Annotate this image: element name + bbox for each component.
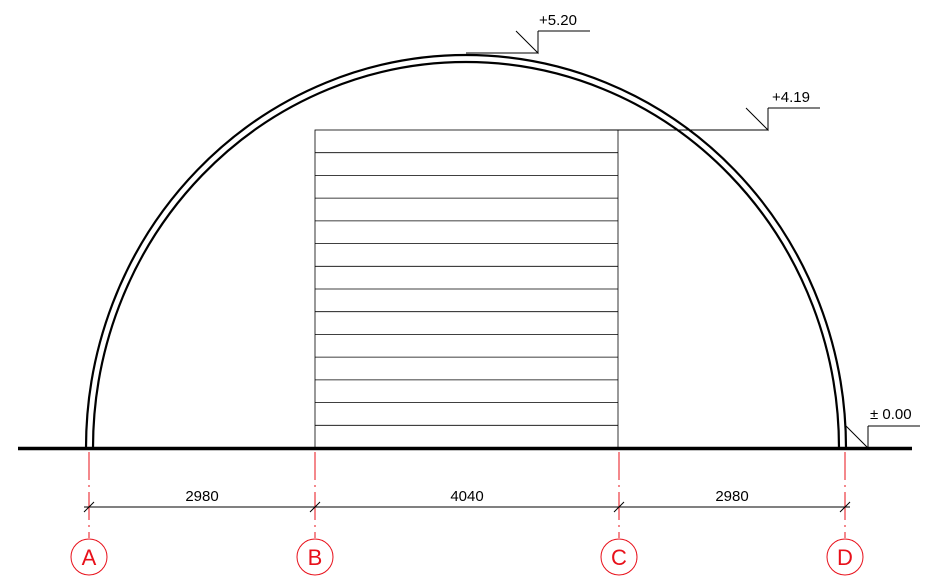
elevation-mark-door-top xyxy=(600,107,820,132)
axis-label-b: B xyxy=(308,545,323,570)
axis-label-a: A xyxy=(82,545,97,570)
arch-inner-line xyxy=(91,60,841,449)
axis-bubble-b xyxy=(296,538,334,576)
axis-bubble-d xyxy=(826,538,864,576)
axis-bubble-c xyxy=(600,538,638,576)
elevation-mark-top xyxy=(466,30,590,55)
arch-shell xyxy=(84,53,848,449)
elevation-label-ground: ± 0.00 xyxy=(870,406,912,423)
elevation-label-top: +5.20 xyxy=(539,12,577,29)
dimension-b-c: 4040 xyxy=(450,488,483,505)
arch-outer-line xyxy=(84,53,848,449)
grid-axis-lines xyxy=(88,452,846,538)
dimension-a-b: 2980 xyxy=(185,488,218,505)
roller-door xyxy=(314,129,619,449)
door-slats xyxy=(315,152,618,426)
elevation-label-door-top: +4.19 xyxy=(772,89,810,106)
dimension-chain xyxy=(83,501,851,513)
axis-label-c: C xyxy=(611,545,627,570)
axis-bubbles xyxy=(70,538,864,576)
dimension-c-d: 2980 xyxy=(715,488,748,505)
elevation-mark-ground xyxy=(845,425,920,450)
axis-bubble-a xyxy=(70,538,108,576)
axis-label-d: D xyxy=(837,545,853,570)
